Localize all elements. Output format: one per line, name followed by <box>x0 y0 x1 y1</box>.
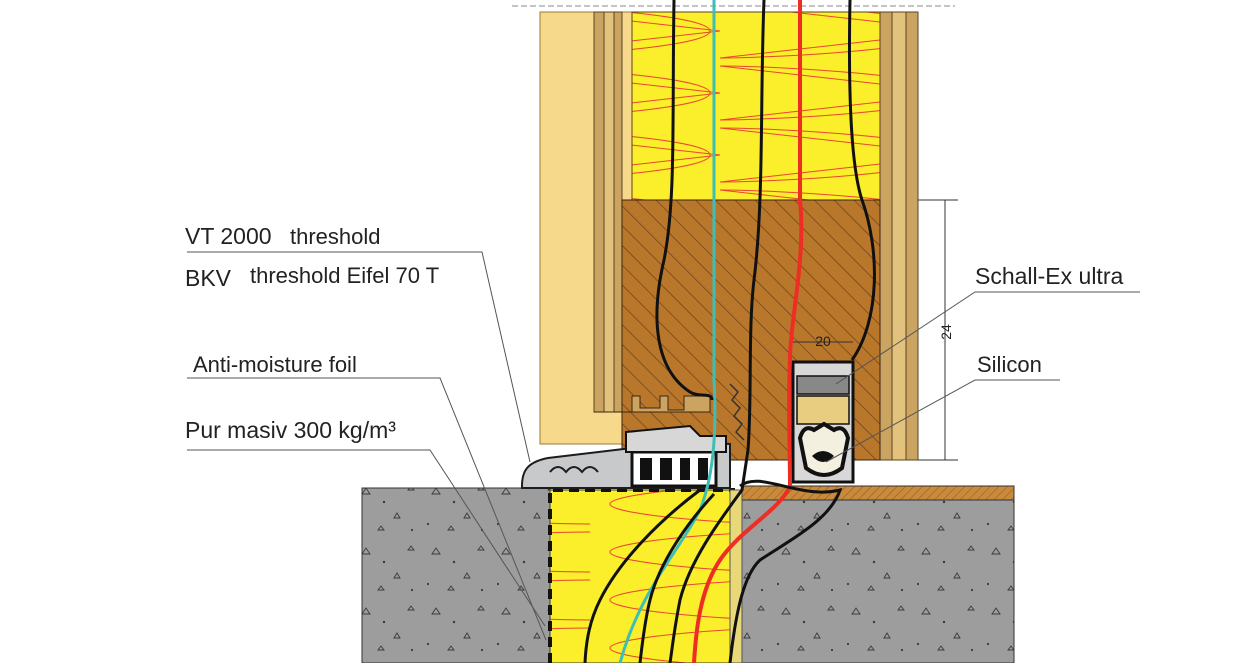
label-silicon: Silicon <box>977 352 1042 377</box>
schall-ex-body <box>796 395 850 425</box>
threshold-profile <box>521 383 745 489</box>
label-anti-moisture: Anti-moisture foil <box>193 352 357 377</box>
dim-horizontal-value: 20 <box>815 333 831 349</box>
upper-insulation <box>631 11 881 201</box>
frame-strip-left-1 <box>593 11 605 413</box>
frame-strip-left-3 <box>613 11 623 413</box>
black-line-5 <box>583 488 701 663</box>
frame-strip-right-3 <box>905 11 919 461</box>
labels: VT 2000 threshold BKV threshold Eifel 70… <box>185 223 1123 443</box>
black-line-3 <box>848 0 876 361</box>
concrete-right <box>741 499 1015 663</box>
black-line-1 <box>655 0 714 401</box>
black-line-2 <box>668 0 766 663</box>
leader-anti-moisture <box>187 377 547 641</box>
black-line-6 <box>638 492 716 663</box>
frame-strip-right-1 <box>879 11 893 461</box>
pur-insulation <box>549 489 743 663</box>
lower-insulation <box>548 488 743 663</box>
leader-pur-masiv <box>187 449 546 627</box>
label-schall-ex: Schall-Ex ultra <box>975 263 1123 289</box>
leader-vt2000 <box>187 251 531 463</box>
schall-ex-gasket <box>797 421 851 477</box>
seal-hatch <box>729 383 745 441</box>
membrane-lines <box>583 0 876 663</box>
door-frame <box>512 5 955 461</box>
dim-vertical-value: 24 <box>938 324 954 340</box>
frame-strip-left-2 <box>603 11 615 413</box>
leader-schall-ex <box>835 291 1140 385</box>
threshold-grooves <box>549 466 599 474</box>
threshold-chambers <box>640 458 708 480</box>
leader-silicon <box>825 379 1060 463</box>
silicon-bead <box>812 451 834 462</box>
frame-strip-right-2 <box>891 11 907 461</box>
anti-moisture-foil <box>548 488 735 663</box>
leader-lines <box>187 251 1140 641</box>
concrete-floor <box>361 485 1015 663</box>
airtight-line-red <box>692 0 804 663</box>
weather-seal <box>625 424 727 453</box>
label-bkv-code: BKV <box>185 265 232 291</box>
dimension-annotations: 24 20 <box>793 199 958 461</box>
leaf-bottom-profile <box>594 395 711 413</box>
label-bkv-text: threshold Eifel 70 T <box>250 263 439 288</box>
label-pur-masiv: Pur masiv 300 kg/m³ <box>185 417 396 443</box>
label-vt2000-code: VT 2000 <box>185 223 272 249</box>
concrete-left <box>361 487 551 663</box>
pur-masiv-strip <box>729 489 743 663</box>
label-vt2000-text: threshold <box>290 224 381 249</box>
black-line-4 <box>728 479 843 663</box>
schall-ex-top-bar <box>796 375 850 395</box>
schall-ex-seal <box>791 360 855 484</box>
